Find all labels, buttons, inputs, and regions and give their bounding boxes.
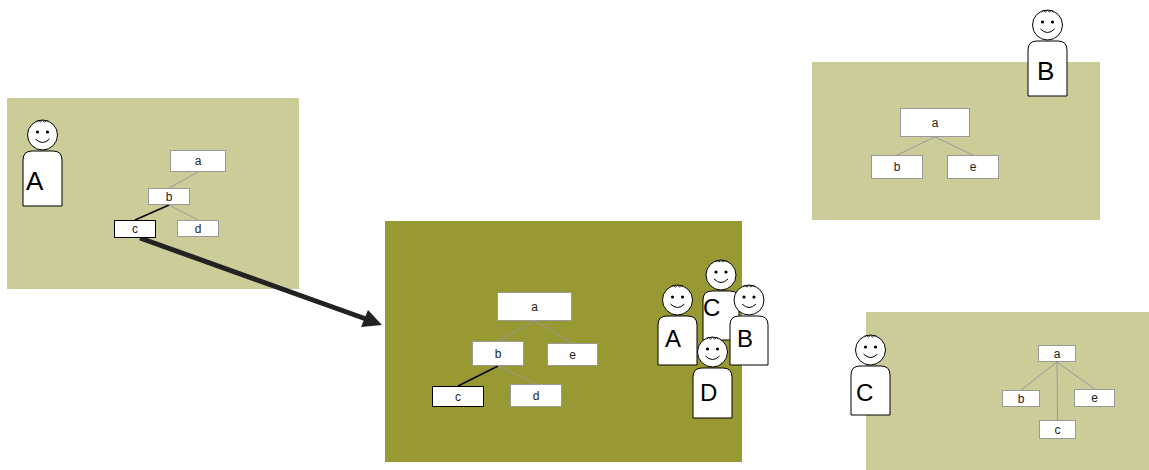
person-figure: B (1025, 8, 1070, 96)
workspace-panel (7, 98, 299, 289)
tree-node-box: b (1002, 390, 1040, 407)
person-label: C (703, 296, 720, 320)
node-label: a (1054, 347, 1061, 361)
tree-node-box: c (432, 386, 484, 407)
tree-node-box: c (114, 220, 156, 238)
tree-node-box: e (547, 343, 598, 366)
tree-link (1021, 362, 1057, 390)
node-label: c (1055, 423, 1061, 437)
tree-node-box: a (170, 150, 226, 172)
node-label: c (455, 390, 461, 404)
tree-node-box: a (1038, 345, 1076, 362)
person-label: C (856, 381, 873, 405)
tree-node-box: b (148, 188, 190, 205)
person-figure: A (20, 118, 65, 206)
person-figure: A (655, 283, 700, 365)
node-label: c (132, 222, 138, 236)
person-figure: C (848, 333, 893, 415)
tree-node-box: b (871, 155, 923, 179)
tree-node-box: b (472, 341, 524, 366)
tree-link (935, 137, 973, 155)
tree-link (169, 172, 198, 188)
node-label: e (970, 160, 977, 174)
tree-link (897, 137, 935, 155)
node-label: b (894, 160, 901, 174)
node-label: d (533, 389, 540, 403)
person-label: A (665, 327, 681, 351)
person-label: B (737, 327, 753, 351)
tree-node-box: e (1074, 389, 1115, 407)
person-label: A (26, 168, 43, 194)
tree-link (1057, 362, 1059, 420)
person-outline (690, 335, 735, 418)
person-label: B (1037, 58, 1054, 84)
tree-link (1057, 362, 1095, 389)
merge-arrow (140, 238, 382, 327)
tree-link (498, 321, 535, 341)
tree-link (458, 366, 498, 386)
person-figure: B (727, 283, 771, 365)
node-label: b (495, 347, 502, 361)
tree-link (169, 205, 198, 220)
node-label: d (195, 222, 202, 236)
node-label: b (1018, 392, 1025, 406)
workspace-panel (866, 312, 1149, 470)
person-outline (655, 283, 700, 365)
tree-link (535, 321, 573, 343)
node-label: e (1091, 391, 1098, 405)
node-label: e (569, 348, 576, 362)
tree-link (135, 205, 169, 220)
shared-panel (385, 221, 742, 462)
tree-node-box: c (1039, 420, 1076, 439)
tree-node-box: e (947, 155, 999, 179)
node-label: a (195, 154, 202, 168)
node-label: b (166, 190, 173, 204)
person-outline (727, 283, 771, 365)
tree-node-box: a (900, 108, 970, 137)
tree-link (498, 366, 536, 384)
tree-node-box: a (497, 292, 572, 321)
tree-node-box: d (177, 220, 219, 237)
person-figure: D (690, 335, 735, 418)
node-label: a (531, 300, 538, 314)
tree-node-box: d (510, 384, 562, 407)
node-label: a (932, 116, 939, 130)
person-label: D (700, 381, 717, 405)
